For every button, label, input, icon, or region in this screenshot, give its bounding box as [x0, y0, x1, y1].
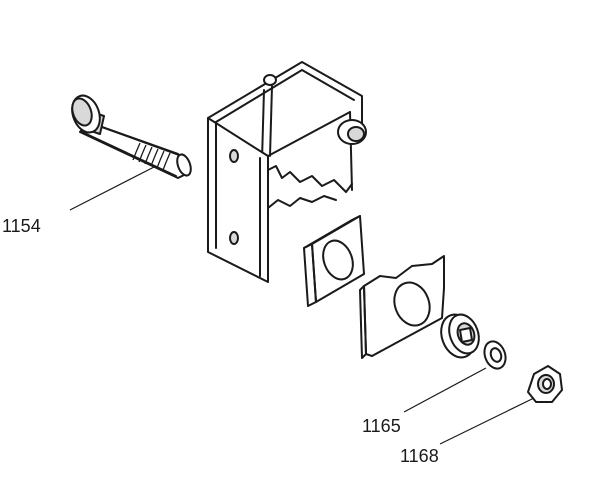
callout-1168: 1168 [400, 446, 439, 466]
carriage-bolt [71, 94, 192, 179]
callout-1154: 1154 [2, 216, 41, 236]
backing-plate [359, 255, 445, 359]
bearing [440, 313, 480, 359]
flat-washer [483, 340, 507, 370]
leader-line-1154 [69, 165, 157, 211]
leader-line-1168 [439, 397, 535, 445]
square-spacer-plate [303, 215, 365, 307]
leader-line-1165 [403, 367, 487, 413]
hex-nut [527, 365, 563, 403]
callout-1165: 1165 [362, 416, 401, 436]
mounting-bracket [207, 61, 367, 283]
